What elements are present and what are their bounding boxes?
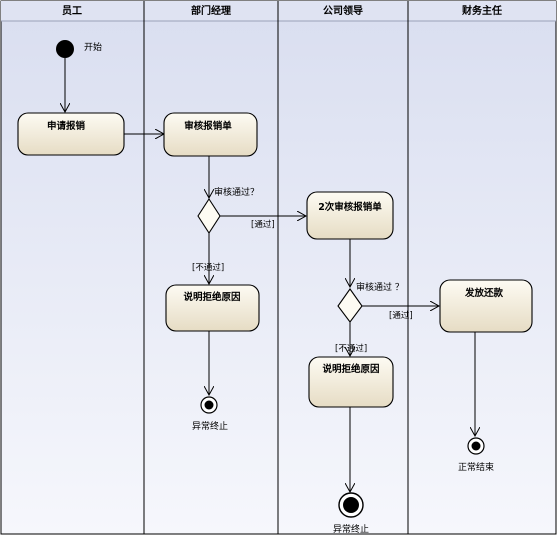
decision-2-diamond [337, 288, 363, 323]
action-submit-claim [17, 112, 125, 156]
final-node-normal-core [471, 441, 481, 451]
decision-2-pass-guard: [通过] [389, 310, 413, 321]
decision-2-fail-guard: [不通过] [335, 343, 367, 354]
decision-1-question: 审核通过？ [214, 186, 259, 198]
action-explain-reject-1 [165, 284, 260, 332]
start-label: 开始 [84, 41, 102, 53]
action-explain-reject-1-label: 说明拒绝原因 [183, 291, 240, 303]
lane-title-finance-director: 财务主任 [461, 4, 502, 17]
action-explain-reject-2-label: 说明拒绝原因 [322, 363, 379, 375]
lane-title-dept-manager: 部门经理 [191, 4, 231, 17]
action-second-review-label: 2次审核报销单 [318, 201, 382, 213]
action-explain-reject-2 [308, 356, 394, 408]
lane-title-company-leader: 公司领导 [323, 4, 363, 17]
action-second-review [306, 191, 394, 240]
final-node-abnormal-2-core [343, 497, 359, 513]
decision-2-question: 审核通过 ？ [356, 281, 404, 293]
normal-end-label: 正常结束 [458, 461, 494, 473]
action-submit-claim-label: 申请报销 [47, 120, 86, 132]
decision-1-fail-guard: [不通过] [192, 262, 224, 273]
final-node-abnormal-1-core [204, 400, 214, 410]
decision-1-pass-guard: [通过] [251, 219, 275, 230]
action-pay-out-label: 发放还款 [464, 287, 504, 299]
decision-1-diamond [197, 197, 221, 235]
abnormal-end-2-label: 异常终止 [333, 523, 369, 535]
lane-title-employee: 员工 [62, 5, 82, 17]
action-review-claim-label: 审核报销单 [184, 120, 232, 132]
start-node [56, 40, 74, 58]
action-review-claim [163, 112, 258, 157]
abnormal-end-1-label: 异常终止 [192, 420, 228, 432]
action-pay-out [439, 279, 533, 333]
